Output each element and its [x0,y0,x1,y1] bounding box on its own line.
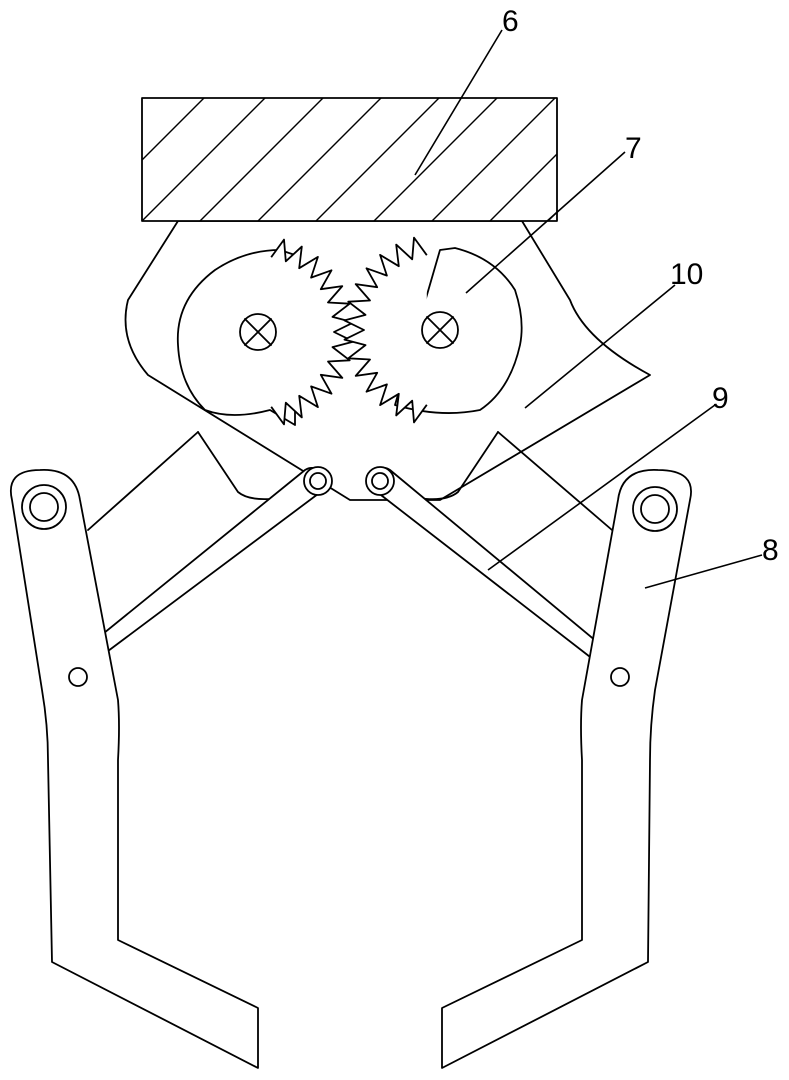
left-gear-teeth [270,238,355,426]
right-gear-teeth [343,236,428,424]
leader-8 [644,554,763,589]
left-finger-pivot [29,492,59,522]
label-8: 8 [762,534,779,567]
leader-9 [487,404,716,571]
left-link-pin [309,472,327,490]
gripper-finger-right [441,469,692,1069]
right-link-pin [371,472,389,490]
right-axle-cross-b [426,316,454,344]
label-6: 6 [502,5,519,38]
right-finger-hole [610,667,630,687]
mount-block [141,97,558,222]
right-finger-pivot [640,494,670,524]
label-10: 10 [670,258,703,291]
connecting-link-left [85,467,331,661]
gripper-finger-left [10,469,259,1069]
label-9: 9 [712,382,729,415]
leader-10 [524,284,676,409]
left-arm-upper-line [87,431,199,531]
left-gear-body [176,249,296,426]
connecting-link-right [367,467,605,661]
leader-6 [414,29,503,176]
right-arm-upper-line [497,431,613,531]
label-7: 7 [625,132,642,165]
left-axle-cross-b [244,318,272,346]
mount-block-hatching [142,98,557,221]
leader-7 [465,151,626,294]
left-finger-hole [68,667,88,687]
